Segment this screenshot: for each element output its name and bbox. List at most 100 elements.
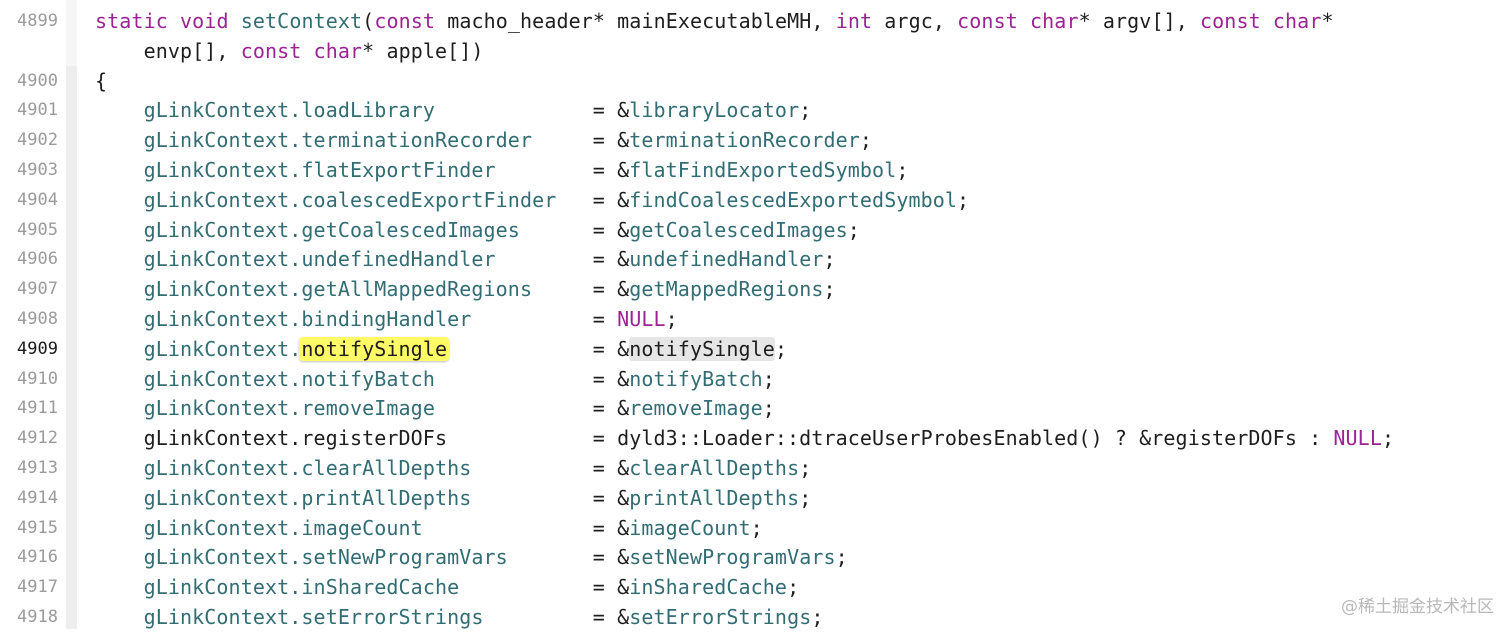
code-token: ;	[811, 605, 824, 629]
line-number: 4915	[17, 517, 58, 538]
code-token: ;	[957, 187, 970, 212]
code-token: gLinkContext.	[95, 485, 302, 510]
code-line[interactable]: 4918 gLinkContext.setErrorStrings = &set…	[0, 602, 1512, 632]
code-line[interactable]: 4903 gLinkContext.flatExportFinder = &fl…	[0, 155, 1512, 185]
code-line[interactable]: 4911 gLinkContext.removeImage = &removeI…	[0, 393, 1512, 423]
code-token: flatExportFinder	[301, 158, 496, 182]
line-number: 4908	[17, 309, 58, 329]
code-text[interactable]: gLinkContext.undefinedHandler = &undefin…	[95, 244, 836, 274]
code-token: libraryLocator	[629, 98, 800, 123]
code-token: = &	[434, 396, 630, 421]
code-text[interactable]: gLinkContext.notifyBatch = &notifyBatch;	[95, 364, 775, 394]
code-text[interactable]: gLinkContext.setNewProgramVars = &setNew…	[95, 542, 848, 572]
code-line[interactable]: 4900{	[0, 66, 1512, 96]
code-text[interactable]: gLinkContext.terminationRecorder = &term…	[95, 125, 872, 155]
code-line[interactable]: 4910 gLinkContext.notifyBatch = &notifyB…	[0, 364, 1512, 394]
code-text[interactable]: {	[95, 66, 107, 96]
code-line[interactable]: 4908 gLinkContext.bindingHandler = NULL;	[0, 304, 1512, 334]
code-text[interactable]: gLinkContext.printAllDepths = &printAllD…	[95, 483, 812, 513]
code-token: gLinkContext.	[95, 605, 302, 629]
code-token: undefinedHandler	[301, 247, 496, 272]
code-text[interactable]: gLinkContext.registerDOFs = dyld3::Loade…	[95, 423, 1394, 453]
code-line[interactable]: 4905 gLinkContext.getCoalescedImages = &…	[0, 215, 1512, 245]
code-text[interactable]: static void setContext(const macho_heade…	[95, 6, 1334, 36]
code-token: ;	[799, 456, 812, 480]
line-number: 4917	[17, 577, 58, 598]
code-token: ;	[847, 217, 860, 242]
code-text[interactable]: envp[], const char* apple[])	[95, 36, 484, 66]
code-line[interactable]: 4913 gLinkContext.clearAllDepths = &clea…	[0, 453, 1512, 483]
code-token: clearAllDepths	[301, 456, 472, 480]
code-line[interactable]: 4904 gLinkContext.coalescedExportFinder …	[0, 185, 1512, 215]
code-token: envp[],	[95, 38, 241, 63]
code-token: gLinkContext.	[95, 247, 302, 272]
code-token: printAllDepths	[629, 485, 800, 510]
code-token: bindingHandler	[301, 307, 472, 331]
code-token: gLinkContext.	[95, 366, 302, 391]
code-token: =	[471, 307, 618, 331]
code-token: coalescedExportFinder	[301, 187, 557, 212]
code-token: = &	[422, 515, 630, 540]
code-token: = &	[459, 575, 630, 600]
code-token: ;	[1381, 426, 1395, 451]
code-text[interactable]: gLinkContext.getCoalescedImages = &getCo…	[95, 215, 860, 245]
code-token: = &	[434, 366, 630, 391]
code-line[interactable]: 4915 gLinkContext.imageCount = &imageCou…	[0, 513, 1512, 543]
code-token: inSharedCache	[629, 575, 788, 600]
code-token	[1018, 9, 1030, 33]
code-line[interactable]: 4914 gLinkContext.printAllDepths = &prin…	[0, 483, 1512, 513]
code-token: removeImage	[629, 396, 763, 421]
code-token: gLinkContext.	[95, 277, 302, 302]
code-token: gLinkContext.	[95, 396, 302, 421]
line-number: 4907	[17, 279, 58, 300]
code-line[interactable]: 4901 gLinkContext.loadLibrary = &library…	[0, 95, 1512, 125]
code-folding-ribbon[interactable]	[66, 0, 77, 629]
code-token: ;	[762, 366, 775, 391]
code-text[interactable]: gLinkContext.getAllMappedRegions = &getM…	[95, 274, 836, 304]
code-line[interactable]: 4902 gLinkContext.terminationRecorder = …	[0, 125, 1512, 155]
code-text[interactable]: gLinkContext.setErrorStrings = &setError…	[95, 602, 824, 632]
code-token: = &	[507, 545, 630, 570]
code-text[interactable]: gLinkContext.notifySingle = &notifySingl…	[95, 334, 787, 364]
code-line[interactable]: 4912 gLinkContext.registerDOFs = dyld3::…	[0, 423, 1512, 453]
keyword-token: NULL	[1333, 426, 1382, 451]
line-number: 4912	[17, 428, 58, 449]
line-number: 4916	[17, 547, 58, 568]
code-token: = &	[495, 158, 630, 182]
code-line[interactable]: 4917 gLinkContext.inSharedCache = &inSha…	[0, 572, 1512, 602]
code-line[interactable]: 4916 gLinkContext.setNewProgramVars = &s…	[0, 542, 1512, 572]
code-line[interactable]: 4909 gLinkContext.notifySingle = &notify…	[0, 334, 1512, 364]
code-text[interactable]: gLinkContext.loadLibrary = &libraryLocat…	[95, 95, 812, 125]
code-token: (	[362, 9, 375, 33]
code-token: getCoalescedImages	[301, 217, 520, 242]
code-text[interactable]: gLinkContext.clearAllDepths = &clearAllD…	[95, 453, 812, 483]
line-number-gutter	[0, 0, 66, 629]
code-text[interactable]: gLinkContext.inSharedCache = &inSharedCa…	[95, 572, 800, 602]
code-token: notifyBatch	[301, 366, 435, 391]
code-token: = &	[519, 217, 630, 242]
code-token: gLinkContext.	[95, 456, 302, 480]
code-line[interactable]: 4907 gLinkContext.getAllMappedRegions = …	[0, 274, 1512, 304]
line-number: 4918	[17, 607, 58, 627]
code-text[interactable]: gLinkContext.bindingHandler = NULL;	[95, 304, 678, 334]
code-text[interactable]: gLinkContext.imageCount = &imageCount;	[95, 513, 763, 543]
code-line[interactable]: 4906 gLinkContext.undefinedHandler = &un…	[0, 244, 1512, 274]
keyword-token: const	[240, 38, 302, 63]
code-token: getMappedRegions	[629, 277, 824, 302]
code-text[interactable]: gLinkContext.flatExportFinder = &flatFin…	[95, 155, 909, 185]
code-token: = &	[532, 128, 630, 153]
code-text[interactable]: gLinkContext.coalescedExportFinder = &fi…	[95, 185, 970, 215]
code-token: = &	[434, 98, 630, 123]
code-token: ;	[750, 515, 763, 540]
code-token	[1261, 9, 1273, 33]
line-number: 4902	[17, 130, 58, 151]
code-token: imageCount	[629, 515, 751, 540]
line-number: 4910	[17, 368, 58, 389]
keyword-token: int	[835, 9, 873, 33]
code-token: clearAllDepths	[629, 456, 800, 480]
code-token: ;	[787, 575, 800, 600]
code-line[interactable]: envp[], const char* apple[])	[0, 36, 1512, 66]
code-text[interactable]: gLinkContext.removeImage = &removeImage;	[95, 393, 775, 423]
